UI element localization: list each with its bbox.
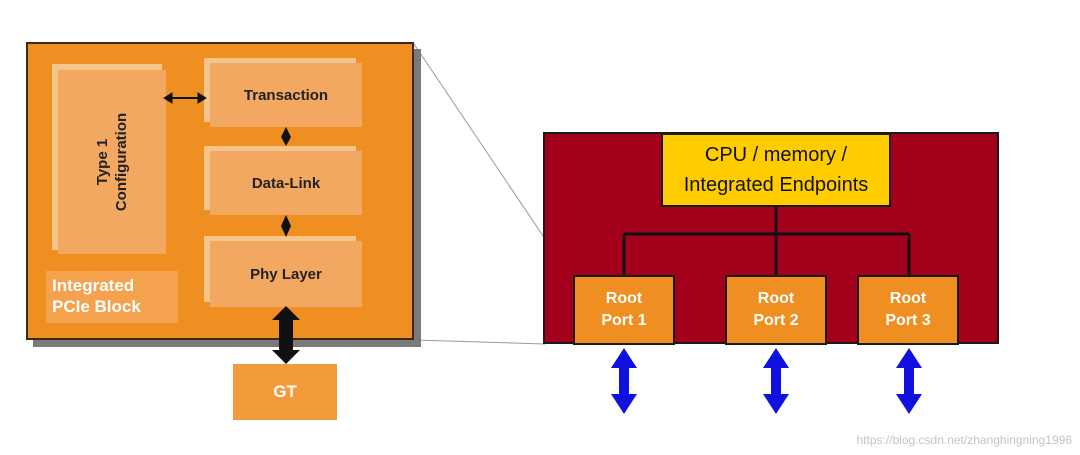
pcie-label-line1: Integrated (52, 276, 135, 295)
cpu-memory-endpoints-box: CPU / memory / Integrated Endpoints (661, 133, 891, 207)
root-port-1-line1: Root (605, 290, 643, 307)
cpu-label-line1: CPU / memory / (704, 144, 848, 166)
datalink-phy-diamond (281, 215, 291, 237)
type1-transaction-arrow (163, 92, 207, 104)
phy-gt-arrow (272, 306, 300, 364)
root-port-1: Root Port 1 (573, 275, 675, 345)
transaction-label: Transaction (243, 86, 329, 104)
cpu-label-line2: Integrated Endpoints (683, 174, 869, 196)
data-link-layer: Data-Link (210, 151, 362, 215)
gt-block: GT (233, 364, 337, 420)
port1-blue-arrow (611, 348, 637, 414)
port2-blue-arrow (763, 348, 789, 414)
root-port-2: Root Port 2 (725, 275, 827, 345)
root-port-1-line2: Port 1 (601, 312, 647, 329)
phy-layer: Phy Layer (210, 241, 362, 307)
pcie-label-line2: PCIe Block (52, 297, 141, 316)
port3-blue-arrow (896, 348, 922, 414)
transaction-datalink-diamond (281, 127, 291, 146)
root-port-3-line1: Root (889, 290, 927, 307)
data-link-label: Data-Link (251, 174, 321, 192)
root-port-3-line2: Port 3 (885, 312, 931, 329)
pcie-block-label: Integrated PCIe Block (46, 271, 178, 323)
transaction-layer: Transaction (210, 63, 362, 127)
zoom-line-bottom (413, 339, 546, 345)
root-port-3: Root Port 3 (857, 275, 959, 345)
gt-label: GT (273, 382, 297, 401)
type1-configuration-block: Type 1 Configuration (58, 70, 166, 254)
watermark-text: https://blog.csdn.net/zhanghingning1996 (856, 433, 1072, 447)
root-port-2-line1: Root (757, 290, 795, 307)
root-port-2-line2: Port 2 (753, 312, 799, 329)
phy-layer-label: Phy Layer (250, 265, 322, 283)
